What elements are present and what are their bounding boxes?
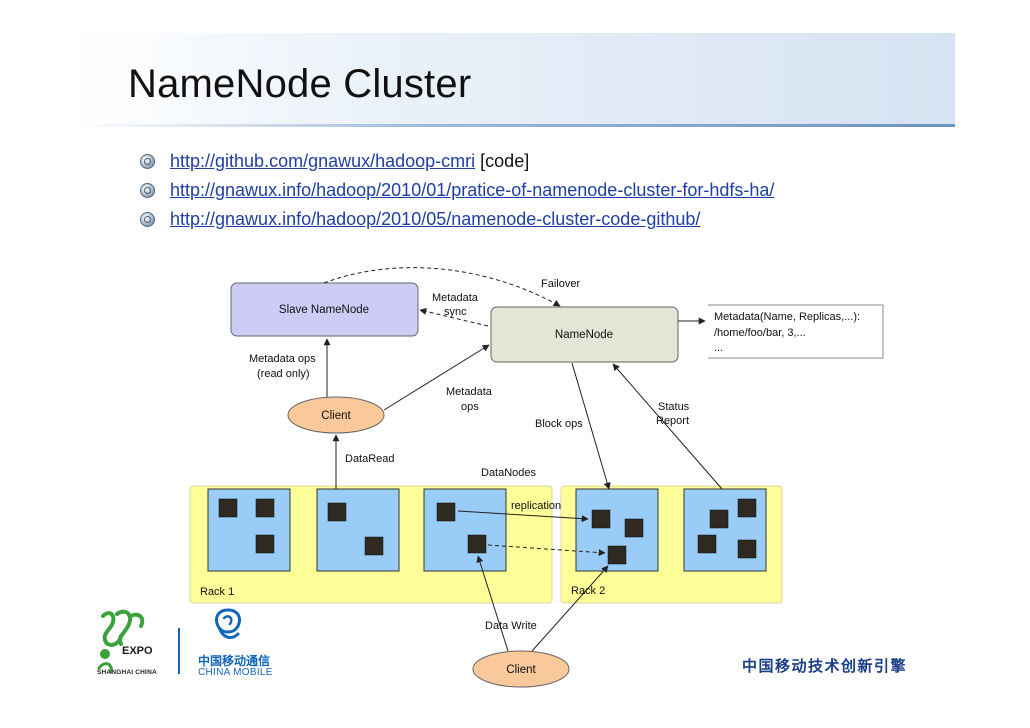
failover-label: Failover <box>541 278 580 290</box>
block-ops-label: Block ops <box>535 418 583 430</box>
title-band <box>75 33 955 125</box>
metadata-sync-arrow <box>419 308 489 327</box>
metadata-sync-label-1: Metadata <box>432 292 479 304</box>
metadata-note-border <box>708 304 884 359</box>
rack-2-label: Rack 2 <box>571 585 605 597</box>
china-mobile-cn-label: 中国移动通信 <box>198 654 271 668</box>
data-block <box>327 502 347 522</box>
china-mobile-en-label: CHINA MOBILE <box>198 667 273 678</box>
slide-title: NameNode Cluster <box>128 62 472 106</box>
code-label: [code] <box>475 151 530 171</box>
code-article-link[interactable]: http://gnawux.info/hadoop/2010/05/nameno… <box>170 209 701 229</box>
expo-label: EXPO <box>122 645 153 657</box>
data-block <box>607 545 627 565</box>
data-block <box>624 518 644 538</box>
data-read-label: DataRead <box>345 453 395 465</box>
logo-divider <box>178 628 180 674</box>
data-write-label: Data Write <box>485 620 537 632</box>
replication-label: replication <box>511 500 561 512</box>
expo-place-label: SHANGHAI CHINA <box>97 669 157 676</box>
replication-arrow <box>487 544 606 557</box>
rack-1-label: Rack 1 <box>200 586 234 598</box>
status-report-arrow <box>612 363 723 490</box>
readonly-ops-label-1: Metadata ops <box>249 353 316 365</box>
data-block <box>737 539 757 559</box>
data-block <box>218 498 238 518</box>
data-block <box>436 502 456 522</box>
data-block <box>467 534 487 554</box>
status-report-label-1: Status <box>658 401 690 413</box>
data-block <box>364 536 384 556</box>
datanode <box>316 488 400 572</box>
metadata-ops-arrow <box>383 344 490 411</box>
metadata-ops-label-1: Metadata <box>446 386 493 398</box>
replication-arrow <box>457 510 589 523</box>
bullet-icon <box>140 183 155 198</box>
data-block <box>591 509 611 529</box>
data-block <box>255 534 275 554</box>
data-block <box>737 498 757 518</box>
slogan-label: 中国移动技术创新引擎 <box>742 658 908 675</box>
metadata-note-line-1: Metadata(Name, Replicas,...): <box>714 311 860 323</box>
status-report-label-2: Report <box>656 415 689 427</box>
bullet-icon <box>140 154 155 169</box>
title-rule <box>75 124 955 127</box>
china-mobile-logo-icon <box>214 608 242 639</box>
client-top <box>287 396 385 434</box>
metadata-sync-label-2: sync <box>444 306 467 318</box>
data-write-arrow <box>476 555 509 652</box>
client-top-label: Client <box>321 410 351 422</box>
data-block <box>697 534 717 554</box>
datanodes-label: DataNodes <box>481 467 537 479</box>
failover-arrow <box>323 267 561 307</box>
bullet-icon <box>140 212 155 227</box>
block-ops-arrow <box>571 362 611 490</box>
namenode-label: NameNode <box>555 329 613 341</box>
data-block <box>709 509 729 529</box>
slave-namenode-label: Slave NameNode <box>279 304 369 316</box>
client-bottom <box>472 650 570 688</box>
practice-article-link[interactable]: http://gnawux.info/hadoop/2010/01/pratic… <box>170 180 775 200</box>
namenode-box <box>490 306 679 363</box>
datanode <box>423 488 507 572</box>
github-link[interactable]: http://github.com/gnawux/hadoop-cmri <box>170 151 476 171</box>
client-bottom-label: Client <box>506 664 536 676</box>
data-block <box>255 498 275 518</box>
expo-logo-icon <box>97 609 145 674</box>
data-write-arrow <box>531 565 609 652</box>
readonly-ops-label-2: (read only) <box>257 368 310 380</box>
metadata-note-line-3: ... <box>714 342 723 354</box>
metadata-ops-label-2: ops <box>461 401 479 413</box>
metadata-note-line-2: /home/foo/bar, 3,... <box>714 327 806 339</box>
